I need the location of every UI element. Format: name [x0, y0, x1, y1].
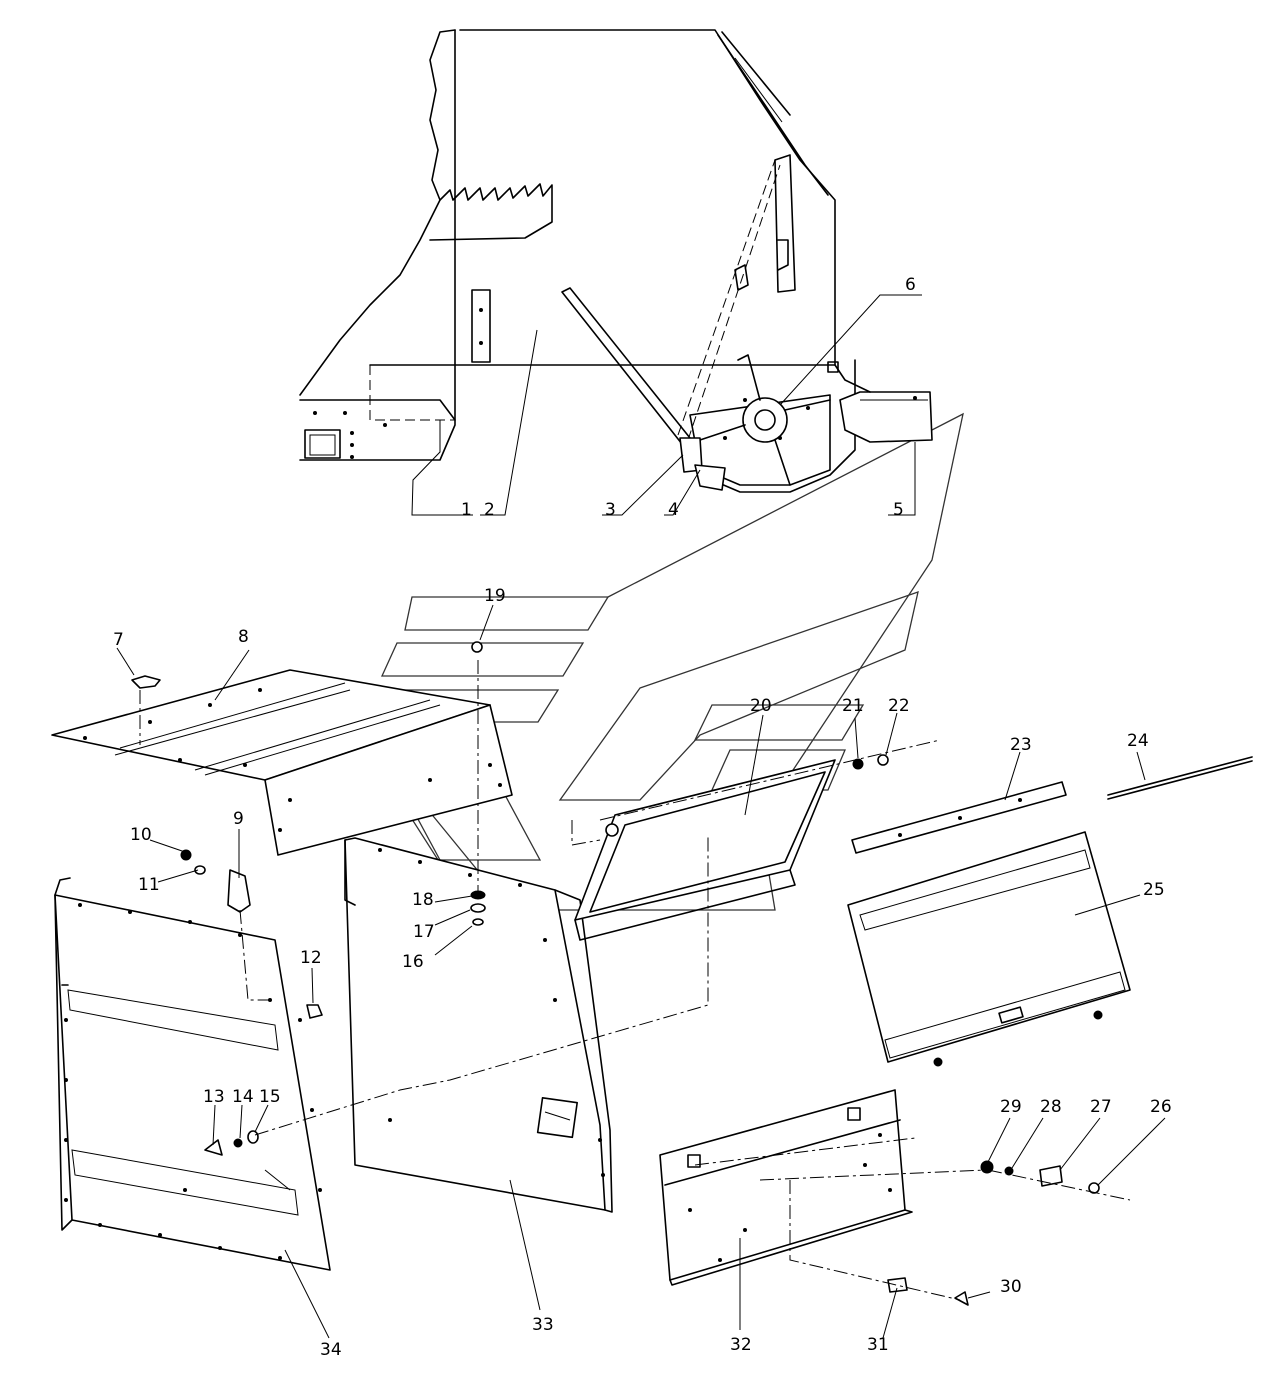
part-33-panel — [344, 837, 613, 1213]
label-5: 5 — [893, 500, 904, 520]
label-4: 4 — [668, 500, 679, 520]
label-2: 2 — [484, 500, 495, 520]
label-22: 22 — [888, 696, 910, 716]
part-32-lower-panel — [659, 1089, 913, 1286]
label-23: 23 — [1010, 735, 1032, 755]
label-9: 9 — [233, 809, 244, 829]
part-34-side-panel — [54, 877, 331, 1271]
leader-lines — [116, 294, 1166, 1339]
label-17: 17 — [413, 922, 435, 942]
label-12: 12 — [300, 948, 322, 968]
label-18: 18 — [412, 890, 434, 910]
label-25: 25 — [1143, 880, 1165, 900]
part-8-top-panel — [51, 669, 513, 856]
label-24: 24 — [1127, 731, 1149, 751]
label-33: 33 — [532, 1315, 554, 1335]
callout-labels: 1 2 3 4 5 6 7 8 9 10 11 12 13 14 15 16 1… — [113, 275, 1172, 1360]
label-11: 11 — [138, 875, 160, 895]
label-28: 28 — [1040, 1097, 1062, 1117]
label-26: 26 — [1150, 1097, 1172, 1117]
label-15: 15 — [259, 1087, 281, 1107]
label-8: 8 — [238, 627, 249, 647]
label-10: 10 — [130, 825, 152, 845]
top-assembly — [299, 29, 933, 493]
label-20: 20 — [750, 696, 772, 716]
part-25-door — [847, 831, 1131, 1067]
assembly-lines — [139, 660, 1131, 1301]
label-21: 21 — [842, 696, 864, 716]
part-20-frame — [574, 754, 889, 941]
part-24-rod — [1107, 756, 1253, 800]
label-16: 16 — [402, 952, 424, 972]
label-29: 29 — [1000, 1097, 1022, 1117]
label-7: 7 — [113, 630, 124, 650]
part-23-strip — [851, 781, 1067, 854]
label-6: 6 — [905, 275, 916, 295]
label-32: 32 — [730, 1335, 752, 1355]
label-14: 14 — [232, 1087, 254, 1107]
label-19: 19 — [484, 586, 506, 606]
label-30: 30 — [1000, 1277, 1022, 1297]
label-1: 1 — [461, 500, 472, 520]
label-34: 34 — [320, 1340, 342, 1360]
label-27: 27 — [1090, 1097, 1112, 1117]
label-13: 13 — [203, 1087, 225, 1107]
label-3: 3 — [605, 500, 616, 520]
label-31: 31 — [867, 1335, 889, 1355]
